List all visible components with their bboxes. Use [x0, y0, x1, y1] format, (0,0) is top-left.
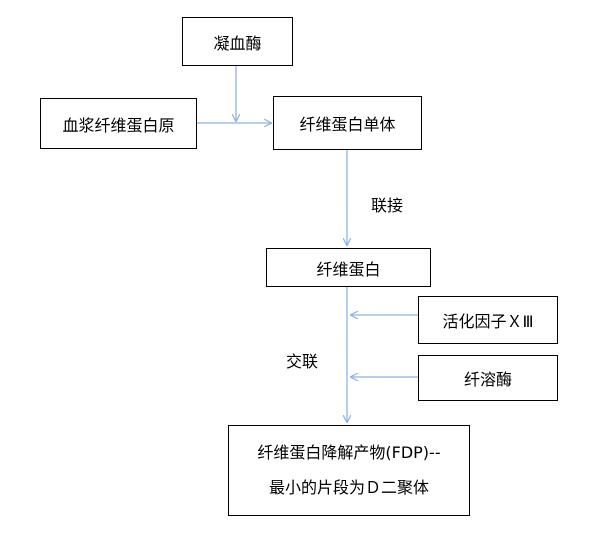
thrombin-label: 凝血酶 — [213, 33, 262, 53]
fibrin-label: 纤维蛋白 — [316, 259, 381, 279]
fibrin-monomer-label: 纤维蛋白单体 — [299, 115, 396, 134]
fibrinogen-label: 血浆纤维蛋白原 — [62, 115, 175, 135]
plasmin-label: 纤溶酶 — [463, 370, 512, 389]
crosslink-label: 交联 — [286, 352, 319, 371]
ligation-label: 联接 — [371, 196, 404, 215]
thrombin-box: 凝血酶 — [182, 17, 293, 66]
factor-xiii-box: 活化因子ＸⅢ — [418, 296, 558, 344]
factor-xiii-label: 活化因子ＸⅢ — [442, 312, 534, 331]
fibrin-box: 纤维蛋白 — [266, 248, 431, 287]
fibrinogen-box: 血浆纤维蛋白原 — [40, 98, 197, 149]
fdp-label-line2: 最小的片段为Ｄ二聚体 — [268, 478, 429, 497]
fdp-label-line1: 纤维蛋白降解产物(FDP)-- — [257, 443, 441, 462]
plasmin-box: 纤溶酶 — [418, 355, 558, 401]
fdp-box: 纤维蛋白降解产物(FDP)-- 最小的片段为Ｄ二聚体 — [228, 425, 470, 516]
fibrin-monomer-box: 纤维蛋白单体 — [273, 96, 422, 150]
